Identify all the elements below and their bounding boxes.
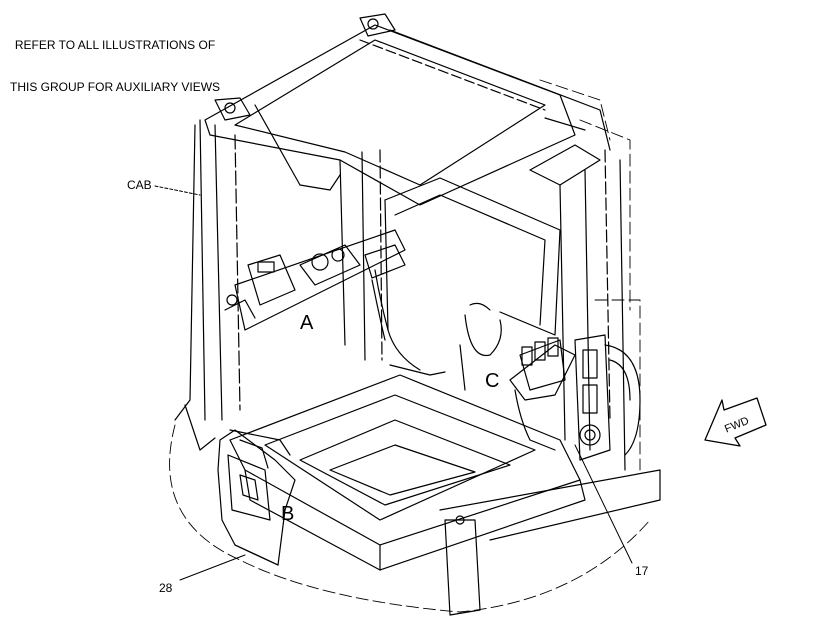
cab-floor xyxy=(229,374,586,571)
reference-note: REFER TO ALL ILLUSTRATIONS OF THIS GROUP… xyxy=(10,10,220,108)
assembly-a xyxy=(224,229,446,376)
assembly-b xyxy=(217,429,296,566)
leader-lines xyxy=(154,185,633,581)
cab-right-post xyxy=(559,149,626,471)
cab-center-post xyxy=(339,149,383,361)
part-28-label: 28 xyxy=(159,581,173,595)
part-17-label: 17 xyxy=(635,564,649,578)
cab-roof xyxy=(204,13,611,206)
assembly-c xyxy=(459,302,576,451)
view-a-label: A xyxy=(300,312,314,334)
right-module xyxy=(574,334,641,461)
view-c-label: C xyxy=(485,370,500,392)
reference-note-line-1: REFER TO ALL ILLUSTRATIONS OF xyxy=(14,38,216,52)
cab-label: CAB xyxy=(127,178,152,192)
cab-outline-dashed xyxy=(169,79,651,613)
rear-window-frame xyxy=(384,177,561,336)
fwd-arrow-icon: FWD xyxy=(704,397,767,447)
cab-left-post xyxy=(174,119,241,451)
reference-note-line-2: THIS GROUP FOR AUXILIARY VIEWS xyxy=(10,80,221,94)
cab-skirt xyxy=(439,469,661,616)
